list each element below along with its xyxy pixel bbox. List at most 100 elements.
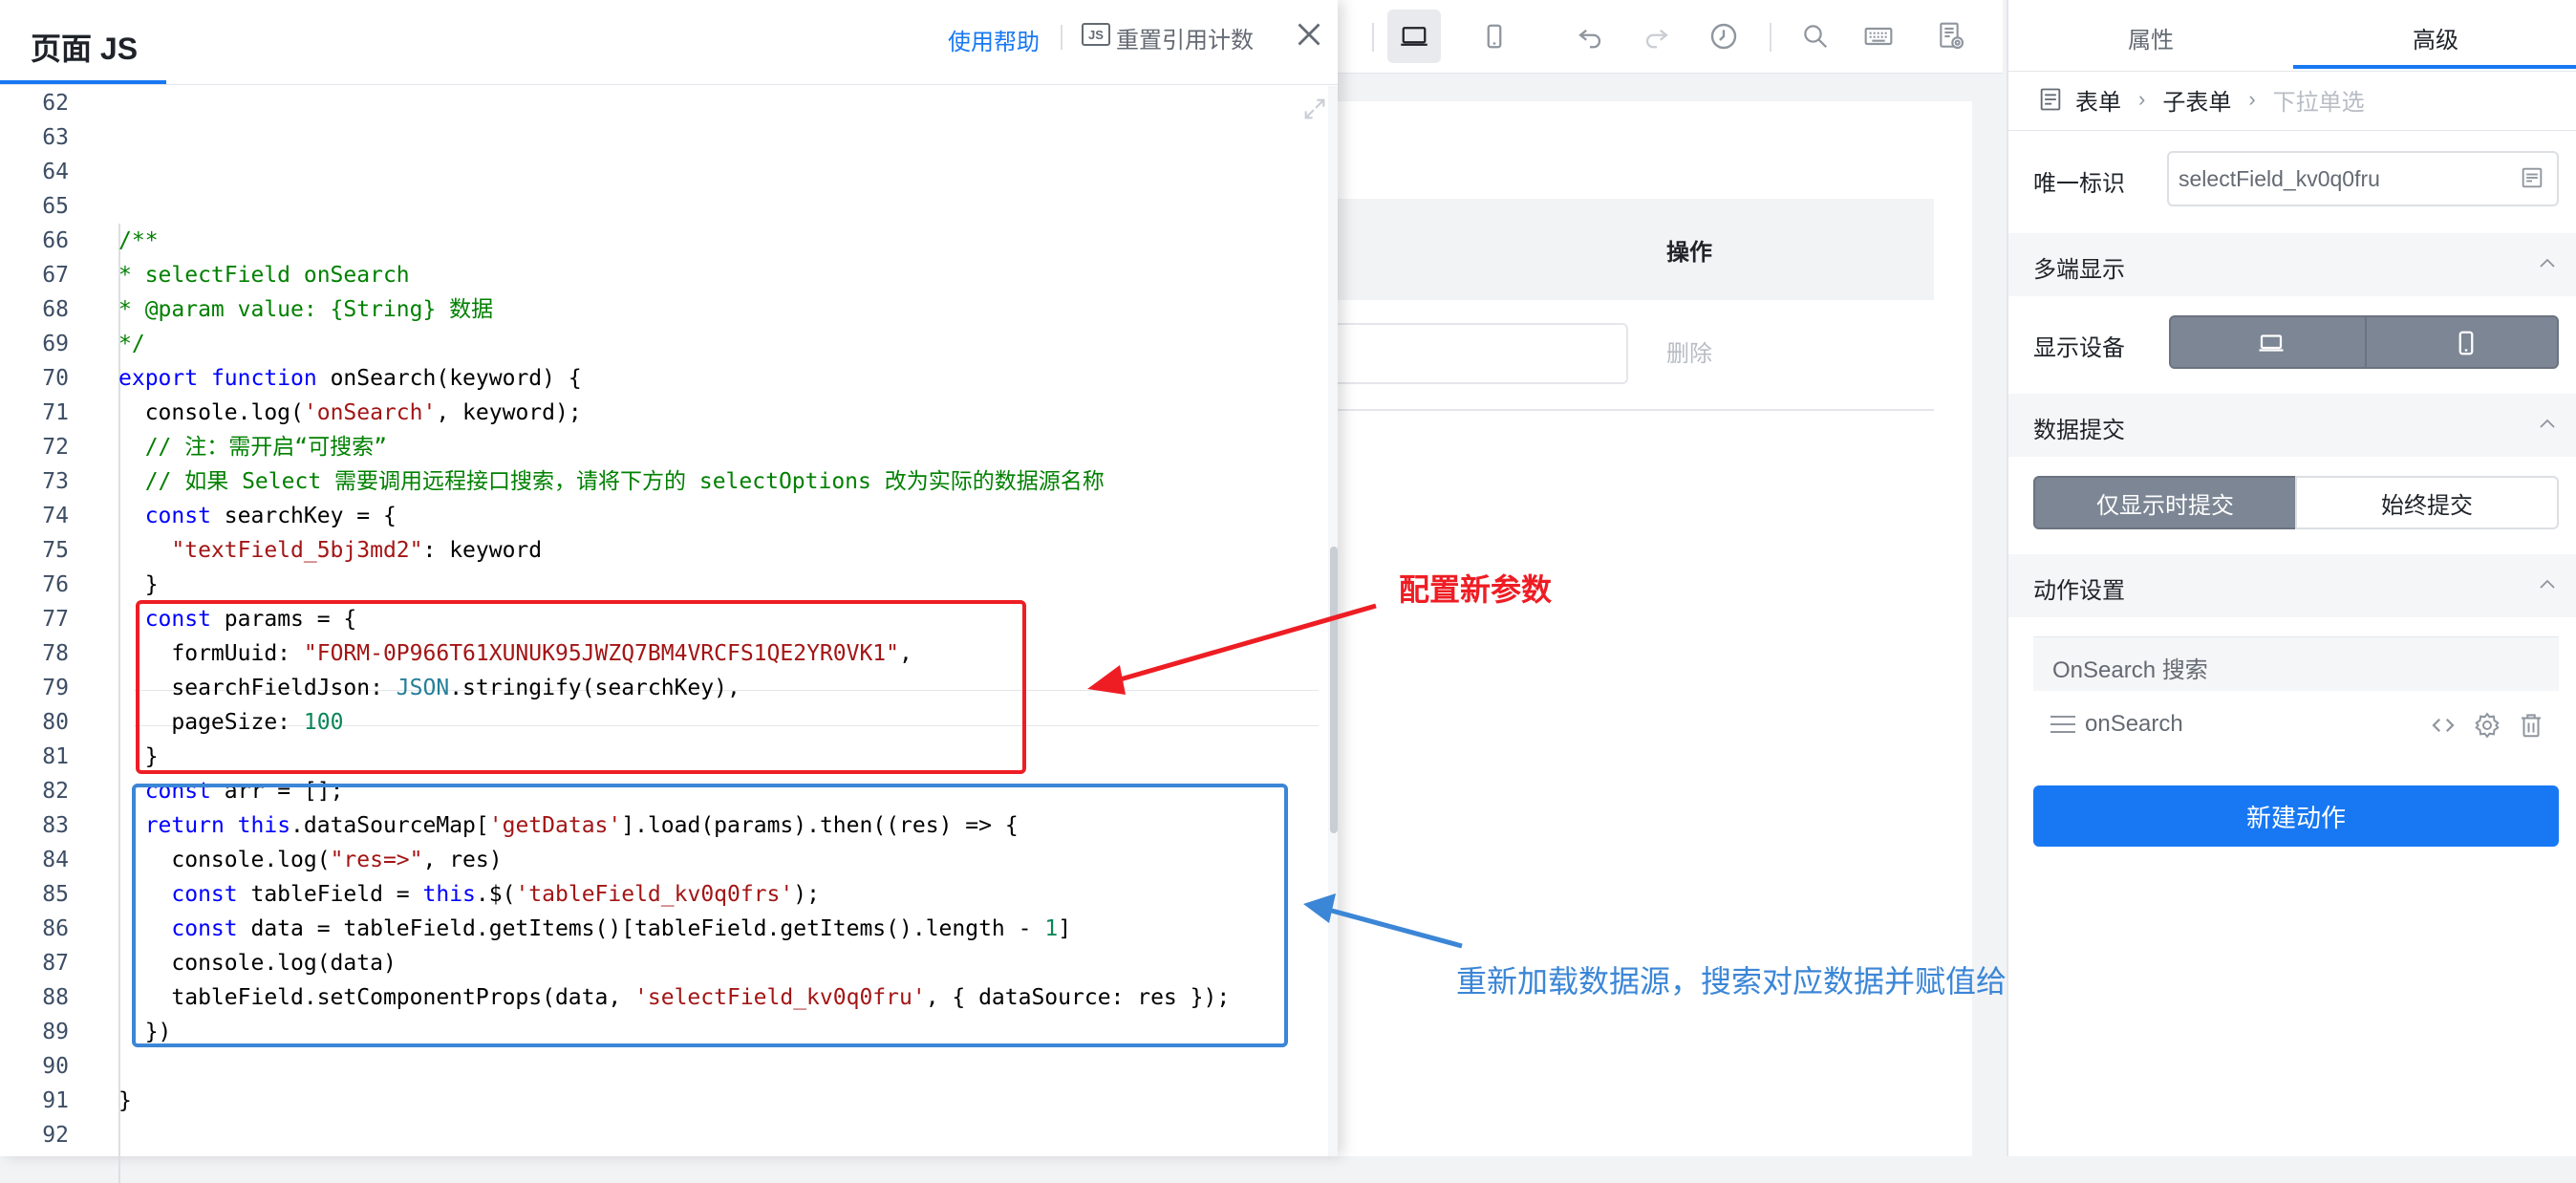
chevron-up-icon[interactable] xyxy=(2536,252,2559,275)
code-line[interactable]: 63 xyxy=(0,120,1319,155)
params-highlight-box xyxy=(136,600,1026,774)
line-number: 85 xyxy=(42,882,69,907)
breadcrumb-form[interactable]: 表单 xyxy=(2075,89,2121,116)
code-line[interactable]: 72 // 注：需开启“可搜索” xyxy=(0,430,1319,464)
code-line[interactable]: 80 pageSize: 100 xyxy=(0,705,1319,740)
line-number: 84 xyxy=(42,848,69,872)
mobile-view-icon[interactable] xyxy=(1468,10,1521,63)
code-line[interactable]: 90 xyxy=(0,1049,1319,1084)
code-line[interactable]: 69*/ xyxy=(0,327,1319,361)
code-line[interactable]: 92 xyxy=(0,1118,1319,1152)
undo-icon[interactable] xyxy=(1563,10,1617,63)
code-line[interactable]: 84 console.log("res=>", res) xyxy=(0,843,1319,877)
help-link[interactable]: 使用帮助 xyxy=(948,30,1040,55)
line-number: 63 xyxy=(42,125,69,150)
redo-icon[interactable] xyxy=(1630,10,1684,63)
desktop-view-icon[interactable] xyxy=(1387,10,1441,63)
section-multi-display[interactable]: 多端显示 xyxy=(2008,233,2576,296)
form-icon xyxy=(2040,88,2061,111)
code-line[interactable]: 64 xyxy=(0,155,1319,189)
action-name: onSearch xyxy=(2085,711,2183,737)
subform-select-input[interactable] xyxy=(1319,323,1628,384)
desktop-icon[interactable] xyxy=(2257,329,2286,357)
code-line[interactable]: 82 const arr = []; xyxy=(0,774,1319,808)
unique-id-field[interactable]: selectField_kv0q0fru xyxy=(2167,151,2559,206)
line-number: 83 xyxy=(42,813,69,838)
code-text: return this.dataSourceMap['getDatas'].lo… xyxy=(144,813,1019,838)
section-action-settings[interactable]: 动作设置 xyxy=(2008,554,2576,617)
unique-id-label: 唯一标识 xyxy=(2033,171,2125,197)
code-line[interactable]: 71 console.log('onSearch', keyword); xyxy=(0,396,1319,430)
code-line[interactable]: 88 tableField.setComponentProps(data, 's… xyxy=(0,980,1319,1015)
indent-guide xyxy=(118,224,120,1183)
editor-scrollbar-thumb[interactable] xyxy=(1330,547,1338,833)
action-item[interactable]: onSearch xyxy=(2033,692,2559,757)
line-number: 82 xyxy=(42,779,69,804)
gear-icon[interactable] xyxy=(2473,711,2501,740)
code-line[interactable]: 76 } xyxy=(0,568,1319,602)
reset-reference-count-button[interactable]: 重置引用计数 xyxy=(1116,28,1254,54)
drag-handle-icon[interactable] xyxy=(2049,713,2077,736)
new-action-button[interactable]: 新建动作 xyxy=(2033,785,2559,847)
mobile-icon[interactable] xyxy=(2452,329,2480,357)
delete-row-link[interactable]: 删除 xyxy=(1666,341,1712,367)
line-number: 89 xyxy=(42,1020,69,1044)
code-line[interactable]: 66/** xyxy=(0,224,1319,258)
tab-advanced[interactable]: 高级 xyxy=(2413,28,2458,54)
page-settings-icon[interactable] xyxy=(1924,10,1978,63)
search-icon[interactable] xyxy=(1789,10,1842,63)
line-number: 76 xyxy=(42,572,69,597)
modal-title-underline xyxy=(0,80,166,84)
code-line[interactable]: 81 } xyxy=(0,740,1319,774)
code-icon[interactable] xyxy=(2429,711,2458,740)
code-line[interactable]: 62 xyxy=(0,86,1319,120)
copy-icon[interactable] xyxy=(2519,164,2545,191)
breadcrumb-subform[interactable]: 子表单 xyxy=(2162,89,2232,116)
line-number: 74 xyxy=(42,504,69,528)
code-line[interactable]: 78 formUuid: "FORM-0P966T61XUNUK95JWZQ7B… xyxy=(0,636,1319,671)
section-data-submit[interactable]: 数据提交 xyxy=(2008,394,2576,457)
display-device-toggle[interactable] xyxy=(2169,315,2559,369)
expand-icon[interactable] xyxy=(1301,96,1328,122)
code-line[interactable]: 89 }) xyxy=(0,1015,1319,1049)
keyboard-icon[interactable] xyxy=(1852,10,1905,63)
line-number: 79 xyxy=(42,676,69,700)
chevron-up-icon[interactable] xyxy=(2536,413,2559,436)
line-number: 71 xyxy=(42,400,69,425)
code-line[interactable]: 73 // 如果 Select 需要调用远程接口搜索，请将下方的 selectO… xyxy=(0,464,1319,499)
code-line[interactable]: 75 "textField_5bj3md2": keyword xyxy=(0,533,1319,568)
code-line[interactable]: 86 const data = tableField.getItems()[ta… xyxy=(0,912,1319,946)
table-divider xyxy=(1319,409,1934,411)
active-line-highlight xyxy=(134,690,1319,726)
datasource-highlight-box xyxy=(132,784,1288,1047)
close-icon[interactable] xyxy=(1292,17,1326,52)
tab-properties[interactable]: 属性 xyxy=(2128,28,2174,54)
line-number: 72 xyxy=(42,435,69,460)
code-line[interactable]: 91} xyxy=(0,1084,1319,1118)
trash-icon[interactable] xyxy=(2517,711,2545,740)
code-line[interactable]: 67* selectField onSearch xyxy=(0,258,1319,292)
line-number: 77 xyxy=(42,607,69,632)
code-line[interactable]: 77 const params = { xyxy=(0,602,1319,636)
line-number: 81 xyxy=(42,744,69,769)
history-icon[interactable] xyxy=(1697,10,1750,63)
chevron-up-icon[interactable] xyxy=(2536,573,2559,596)
code-line[interactable]: 65 xyxy=(0,189,1319,224)
code-line[interactable]: 87 console.log(data) xyxy=(0,946,1319,980)
submit-always-option[interactable]: 始终提交 xyxy=(2295,476,2559,529)
panel-divider xyxy=(2008,130,2576,131)
code-text: // 如果 Select 需要调用远程接口搜索，请将下方的 selectOpti… xyxy=(118,469,1105,494)
unique-id-value: selectField_kv0q0fru xyxy=(2179,166,2380,191)
code-text: const params = { xyxy=(144,607,357,632)
submit-when-visible-option[interactable]: 仅显示时提交 xyxy=(2033,476,2297,529)
display-device-label: 显示设备 xyxy=(2033,335,2125,361)
code-line[interactable]: 68* @param value: {String} 数据 xyxy=(0,292,1319,327)
code-line[interactable]: 74 const searchKey = { xyxy=(0,499,1319,533)
line-number: 75 xyxy=(42,538,69,563)
code-text: pageSize: 100 xyxy=(118,710,344,735)
code-line[interactable]: 85 const tableField = this.$('tableField… xyxy=(0,877,1319,912)
code-line[interactable]: 83 return this.dataSourceMap['getDatas']… xyxy=(0,808,1319,843)
code-line[interactable]: 79 searchFieldJson: JSON.stringify(searc… xyxy=(0,671,1319,705)
